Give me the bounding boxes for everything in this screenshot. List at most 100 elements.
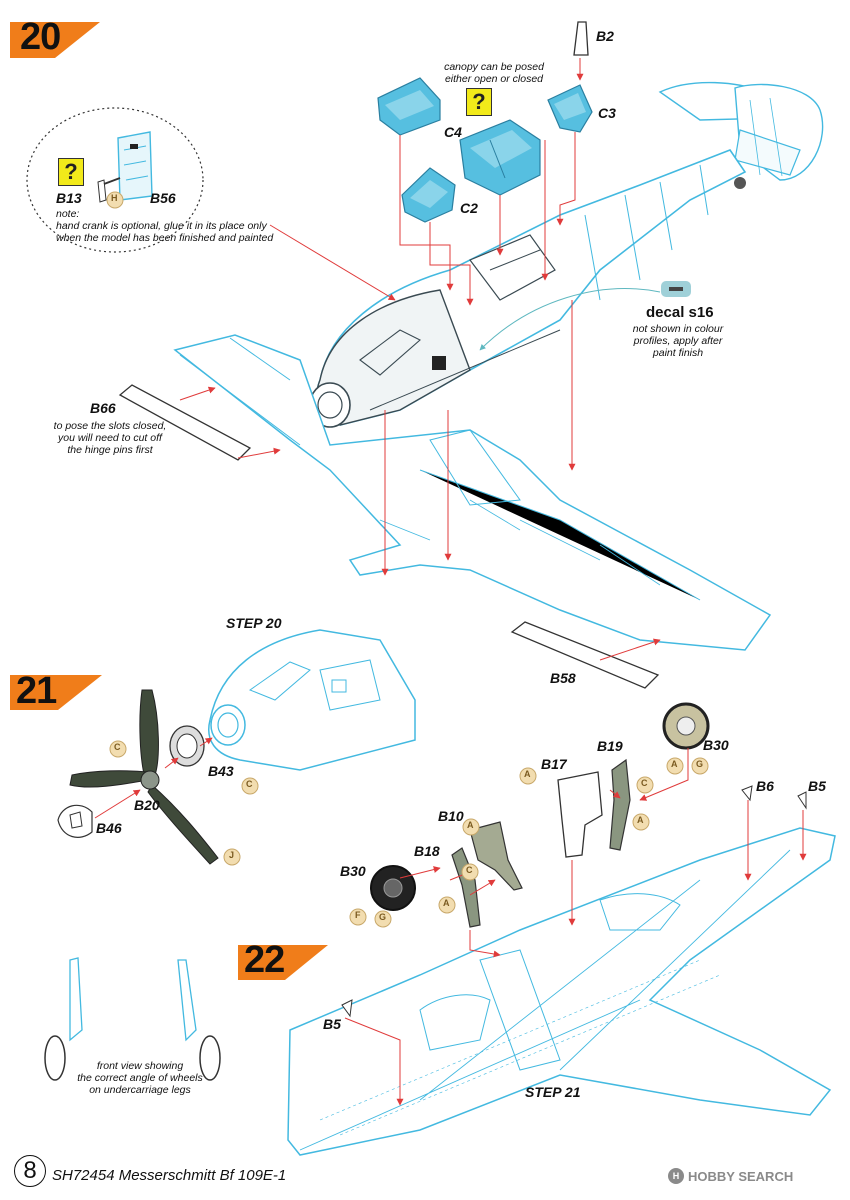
part-b6-shape (741, 785, 753, 802)
part-label-b13: B13 (56, 190, 82, 206)
part-b58-slat-shape (510, 621, 660, 689)
slots-note: to pose the slots closed, you will need … (40, 420, 180, 456)
part-b10-door-shape (469, 821, 523, 891)
step-21-reference: STEP 21 (525, 1084, 581, 1100)
part-b66-slat-shape (118, 384, 252, 461)
part-label-b10: B10 (438, 808, 464, 824)
color-callout-g: G (379, 912, 387, 922)
optional-question-icon: ? (466, 88, 492, 116)
color-callout-c: C (641, 778, 648, 788)
decal-leader-line (479, 288, 661, 351)
step-21-banner-shape (10, 675, 102, 710)
wing-step20-shape (173, 334, 772, 651)
part-label-b20: B20 (134, 797, 160, 813)
decal-s16-title: decal s16 (646, 304, 714, 321)
decal-note-line: not shown in colour (632, 323, 724, 335)
front-view-wheels-shape (44, 957, 221, 1081)
decal-note-line: profiles, apply after (633, 335, 723, 347)
part-label-c3: C3 (598, 105, 616, 121)
slots-note-line: to pose the slots closed, (53, 420, 167, 432)
fuselage-shape (309, 149, 747, 428)
color-callout-a: A (671, 759, 678, 769)
step21-assembly-arrows (94, 737, 213, 819)
part-label-b5-left: B5 (323, 1016, 341, 1032)
hand-crank-note-line: note: (56, 208, 80, 220)
part-label-b58: B58 (550, 670, 576, 686)
canopy-note-line: canopy can be posed (444, 61, 544, 73)
part-label-c2: C2 (460, 200, 478, 216)
part-b5-right-shape (797, 791, 807, 810)
part-label-b18: B18 (414, 843, 440, 859)
color-callout-j: J (229, 850, 235, 860)
color-callout-circles (106, 191, 709, 928)
step-22-banner-shape (238, 945, 328, 980)
part-c2-canopy-shape (401, 167, 456, 223)
canopy-note-line: either open or closed (444, 73, 544, 85)
part-label-b19: B19 (597, 738, 623, 754)
part-b20-propeller-shape (69, 689, 219, 865)
part-label-c4: C4 (444, 124, 462, 140)
part-label-b56: B56 (150, 190, 176, 206)
color-callout-f: F (355, 910, 361, 920)
footer-title: SH72454 Messerschmitt Bf 109E-1 (52, 1167, 287, 1184)
step-22-number: 22 (244, 939, 285, 981)
step20-assembly-arrows (179, 58, 661, 661)
hand-crank-note: note: hand crank is optional, glue it in… (56, 208, 286, 244)
watermark-text: HOBBY SEARCH (688, 1169, 794, 1184)
decal-s16-icon (661, 281, 691, 297)
color-callout-a: A (637, 815, 644, 825)
optional-question-icon: ? (58, 158, 84, 186)
part-c4-canopy-shape (377, 77, 441, 136)
part-center-canopy-shape (459, 119, 541, 196)
part-label-b30-left: B30 (340, 863, 366, 879)
color-callout-c: C (246, 779, 253, 789)
wing-step22-shape (287, 827, 836, 1156)
step-20-reference: STEP 20 (226, 615, 282, 631)
color-callout-a: A (524, 769, 531, 779)
part-b18-leg-shape (451, 847, 481, 928)
hand-crank-note-line: when the model has been finished and pai… (56, 232, 274, 244)
color-callout-a: A (467, 820, 474, 830)
step-21-number: 21 (16, 670, 57, 712)
part-b46-spinner-shape (57, 804, 93, 838)
part-label-b5-right: B5 (808, 778, 826, 794)
part-b30-wheel-left-shape (370, 865, 416, 911)
color-callout-h: H (111, 193, 118, 203)
watermark-logo-icon: H (668, 1168, 684, 1184)
slots-note-line: you will need to cut off (58, 432, 162, 444)
part-b56-shape (117, 131, 153, 201)
nose-detail-shape (208, 629, 416, 771)
part-c3-canopy-shape (547, 84, 593, 133)
step-20-number: 20 (20, 16, 61, 58)
part-b30-wheel-top-shape (662, 702, 710, 750)
part-label-b17: B17 (541, 756, 567, 772)
part-b2-shape (573, 21, 589, 56)
fuselage-tail-shape (658, 81, 824, 189)
part-label-b46: B46 (96, 820, 122, 836)
canopy-note: canopy can be posed either open or close… (426, 61, 562, 85)
color-callout-g: G (696, 759, 704, 769)
step-20-banner (10, 22, 100, 58)
part-b13-crank-shape (97, 177, 121, 203)
front-view-note-line: on undercarriage legs (89, 1084, 191, 1096)
decal-note-line: paint finish (652, 347, 704, 359)
color-callout-c: C (466, 865, 473, 875)
decal-note: not shown in colour profiles, apply afte… (618, 323, 738, 359)
front-view-note-line: the correct angle of wheels (77, 1072, 203, 1084)
color-callout-c: C (114, 742, 121, 752)
part-label-b43: B43 (208, 763, 234, 779)
front-view-note: front view showing the correct angle of … (56, 1060, 224, 1096)
note-detail-circle (26, 107, 204, 253)
part-b5-left-shape (341, 999, 353, 1018)
part-label-b6: B6 (756, 778, 774, 794)
hand-crank-note-line: hand crank is optional, glue it in its p… (56, 220, 267, 232)
page-number: 8 (14, 1155, 46, 1187)
front-view-note-line: front view showing (96, 1060, 184, 1072)
part-b17-door-shape (557, 771, 603, 858)
color-callout-a: A (443, 898, 450, 908)
part-label-b66: B66 (90, 400, 116, 416)
part-b19-leg-shape (609, 758, 631, 851)
slots-note-line: the hinge pins first (67, 444, 153, 456)
part-b43-spinner-plate-shape (169, 725, 205, 767)
